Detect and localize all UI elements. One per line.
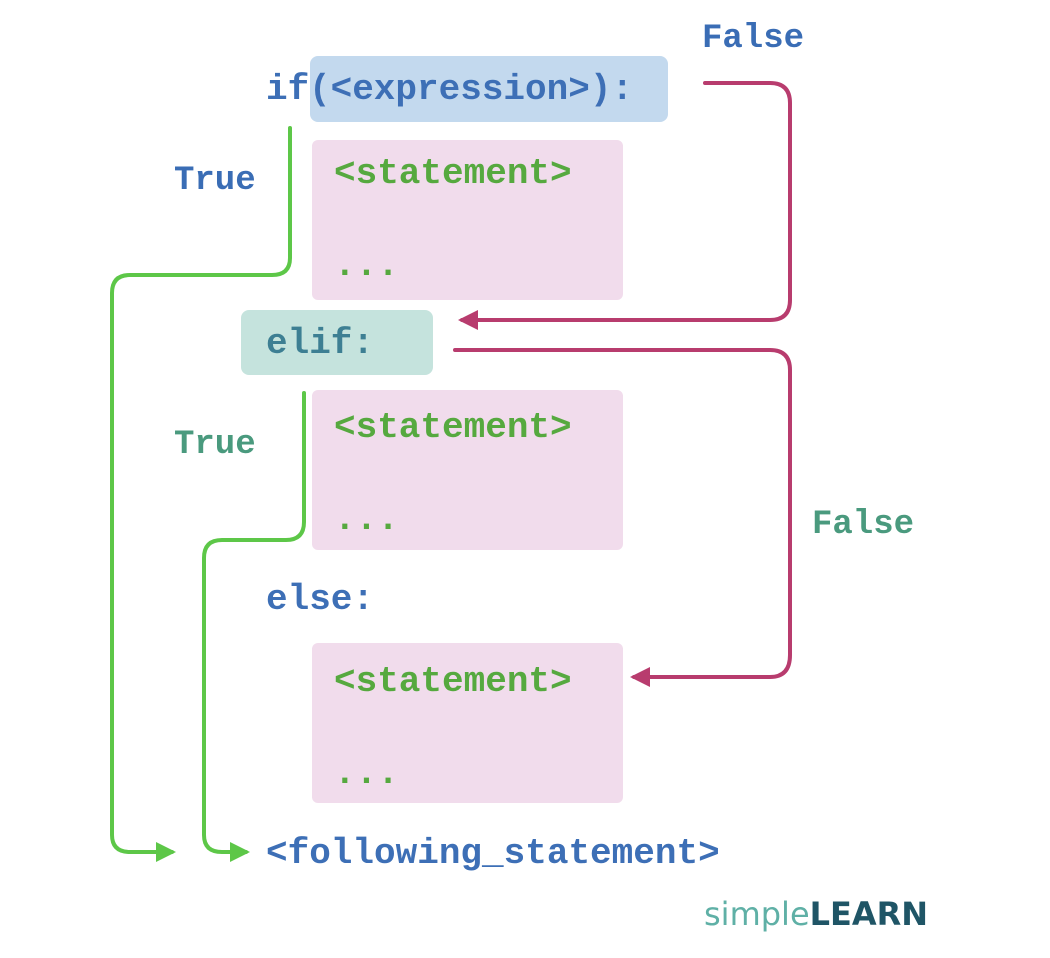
if-false-path [458,81,792,330]
brand-simple: simple [704,895,810,933]
if-keyword: if [266,69,310,110]
if-statement: <statement> [334,153,572,194]
brand-learn: LEARN [809,895,929,933]
if-expression: (<expression>): [309,69,634,110]
if-false-label: False [702,20,805,58]
following-statement: <following_statement> [266,833,720,874]
else-statement-ellipsis: ... [334,753,399,794]
simplelearn-logo: simpleLEARN [704,898,928,930]
elif-true-label: True [174,426,256,464]
elif-highlight [241,310,433,375]
if-statement-block [312,140,623,300]
expression-highlight [310,56,668,122]
else-keyword: else: [266,579,375,620]
elif-keyword: elif: [266,323,375,364]
else-statement-block [312,643,623,803]
elif-false-path [453,348,792,687]
elif-statement-block [312,390,623,550]
elif-true-path [202,391,306,862]
if-statement-ellipsis: ... [334,245,399,286]
if-true-path [110,126,292,862]
elif-false-label: False [812,506,915,544]
elif-statement-ellipsis: ... [334,499,399,540]
if-true-label: True [174,162,256,200]
elif-statement: <statement> [334,407,572,448]
else-statement: <statement> [334,661,572,702]
